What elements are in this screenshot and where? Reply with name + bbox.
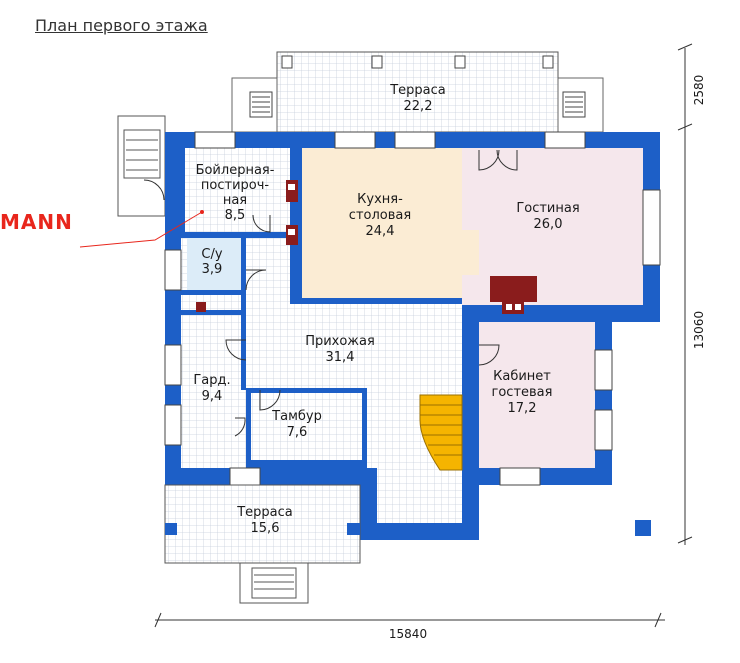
brand-leader-dot	[200, 210, 204, 214]
windows	[164, 131, 661, 486]
dimension-lines	[154, 43, 693, 628]
room-label-wardrobe: Гард.9,4	[193, 373, 230, 404]
terrace-top	[231, 51, 604, 133]
fireplace	[196, 180, 537, 314]
dimension-depth-main: 13060	[692, 311, 706, 349]
kitchen-floor	[302, 148, 462, 301]
study-floor	[479, 322, 595, 468]
plan-title: План первого этажа	[35, 16, 208, 35]
study-left-wall	[462, 305, 479, 485]
doors	[143, 149, 518, 437]
dimension-width: 15840	[389, 627, 427, 641]
terrace-bottom	[164, 484, 651, 604]
study-top-wall	[462, 305, 595, 322]
wc-floor	[187, 238, 241, 290]
brand-logo-text: MANN	[0, 210, 73, 234]
side-stair	[117, 115, 166, 217]
interior-stairs	[419, 394, 463, 471]
dimension-depth-terrace: 2580	[692, 75, 706, 106]
brand-leader-line	[79, 211, 203, 248]
